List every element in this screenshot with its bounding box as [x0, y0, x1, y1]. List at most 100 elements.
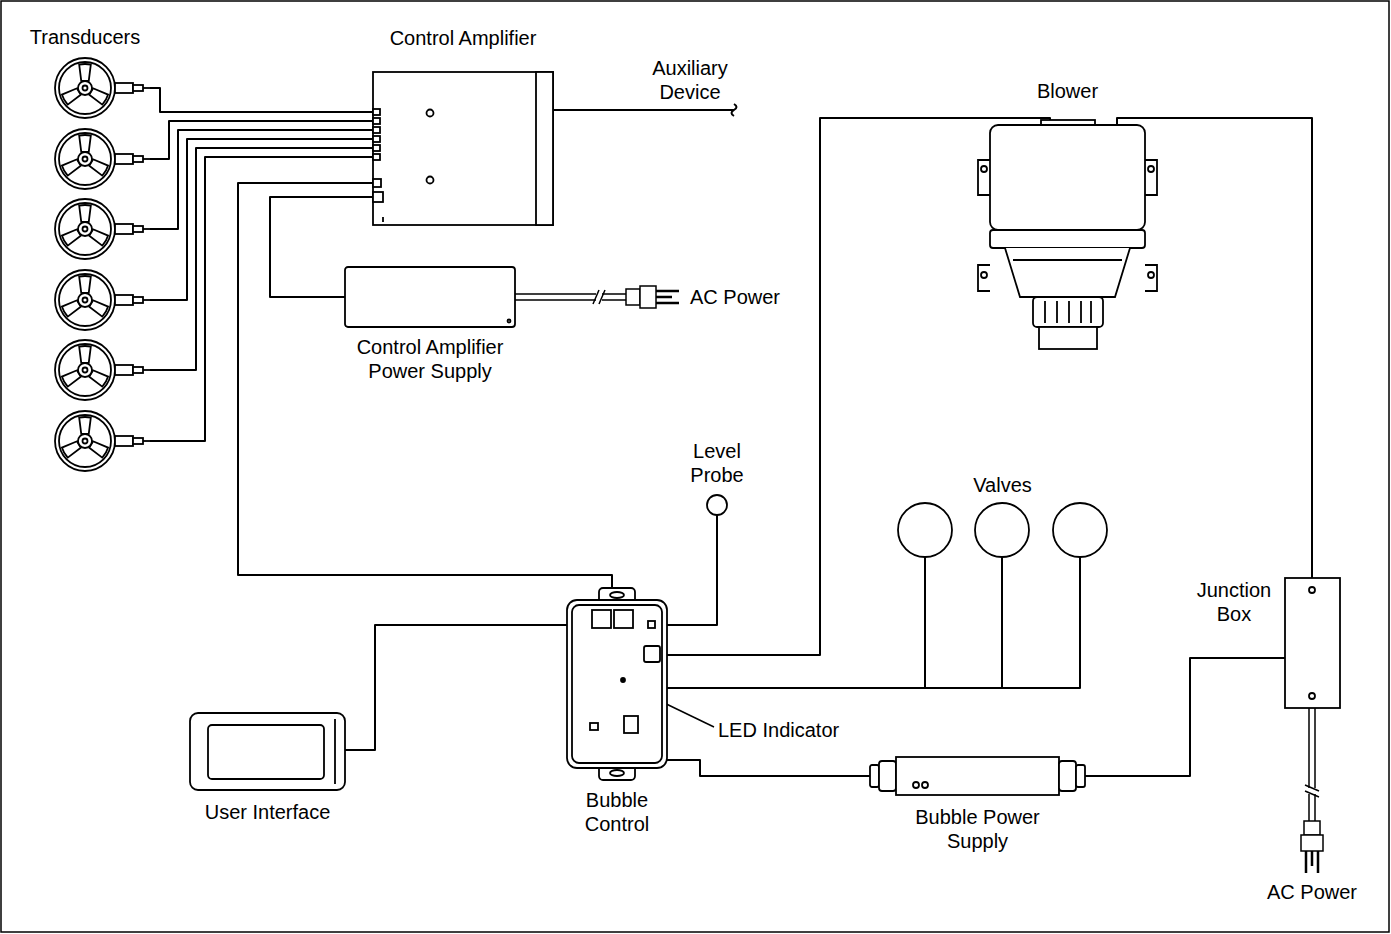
transducer-hub	[78, 152, 92, 166]
node-label: User Interface	[168, 800, 368, 824]
blower-skirt	[1005, 248, 1130, 297]
node-label: Bubble Control	[567, 788, 667, 836]
bubble-control-outline	[567, 588, 667, 780]
node-label: Valves	[943, 473, 1063, 497]
input-port	[373, 136, 380, 142]
control-amplifier: Control Amplifier	[373, 72, 553, 225]
control-inner-wall	[572, 605, 662, 763]
transducer-group-outline	[20, 55, 150, 475]
led-indicator	[621, 678, 625, 682]
cord-break	[1305, 785, 1319, 797]
bubble-power-supply-outline	[870, 757, 1085, 795]
input-port	[373, 118, 380, 124]
power-supply-box-outline	[345, 267, 515, 327]
input-port	[373, 154, 380, 160]
nut-ridge	[1080, 301, 1082, 323]
power-label: AC Power	[1262, 880, 1362, 904]
mount-hole	[610, 770, 624, 776]
screw	[427, 110, 434, 117]
auxiliary-wire	[553, 104, 737, 116]
control-housing	[567, 600, 667, 768]
transducer-housing	[55, 270, 115, 330]
screw	[1148, 272, 1154, 278]
cord	[1309, 794, 1315, 821]
plug-boot	[1304, 821, 1320, 835]
device-label: Auxiliary Device	[640, 56, 740, 104]
junction-box-outline	[1285, 578, 1340, 708]
transducer-housing	[55, 199, 115, 259]
outlet-pipe	[1039, 327, 1097, 349]
plug-boot	[626, 289, 640, 305]
wire	[1085, 658, 1285, 776]
transducer-center	[83, 298, 88, 303]
transducer-vane	[79, 205, 91, 222]
input-port	[373, 109, 380, 115]
terminal	[592, 610, 611, 628]
wire	[667, 760, 870, 776]
mount-ear	[1145, 265, 1157, 291]
transducer-rim	[59, 415, 111, 467]
cord-break	[593, 290, 605, 304]
cable-connector	[115, 436, 133, 446]
mount-ear	[978, 265, 990, 291]
transducer-group: Transducers	[20, 55, 150, 475]
level-probe-outline	[707, 495, 727, 515]
wire	[345, 625, 567, 750]
transducer-center	[83, 227, 88, 232]
transducer-hub	[78, 222, 92, 236]
cable-connector	[115, 154, 133, 164]
wire	[667, 557, 1080, 688]
callout-label: LED Indicator	[718, 718, 878, 742]
transducer-housing	[55, 58, 115, 118]
control-port	[373, 179, 381, 187]
outlet-nut	[1033, 297, 1103, 327]
screw	[1148, 166, 1154, 172]
wire	[553, 109, 734, 111]
cord	[515, 294, 596, 300]
mount-ear	[978, 160, 990, 195]
cable-boot	[133, 297, 143, 303]
cable-boot	[133, 85, 143, 91]
transducer-hub	[78, 363, 92, 377]
cable	[143, 87, 150, 89]
junction-box-case	[1285, 578, 1340, 708]
mount-ear	[1145, 160, 1157, 195]
cable	[143, 299, 150, 301]
valve-symbol	[898, 503, 952, 557]
transducer-housing	[55, 129, 115, 189]
terminal	[644, 646, 660, 662]
screw	[981, 166, 987, 172]
terminal	[624, 716, 638, 733]
screw	[427, 177, 434, 184]
node-label: Bubble Power Supply	[908, 805, 1048, 853]
user-interface-outline	[190, 713, 345, 790]
transducer-center	[83, 86, 88, 91]
node-label: Transducers	[5, 25, 165, 49]
cord	[1309, 708, 1315, 788]
transducer-hub	[78, 81, 92, 95]
nut-ridge	[1044, 301, 1046, 323]
end-panel	[536, 72, 553, 225]
wire	[150, 148, 373, 370]
transducer-vane	[79, 276, 91, 293]
housing-band	[990, 230, 1145, 248]
transducer-rim	[59, 133, 111, 185]
transducer-hub	[78, 293, 92, 307]
blower: Blower	[975, 125, 1160, 350]
cable	[143, 369, 150, 371]
ac-plug	[515, 286, 679, 308]
wire	[150, 139, 373, 300]
transducer-vane	[79, 417, 91, 434]
tick	[382, 217, 384, 222]
plug-body	[640, 286, 656, 308]
transducer-center	[83, 439, 88, 444]
level-probe: Level Probe	[707, 495, 727, 515]
screw	[1309, 587, 1315, 593]
blower-outline	[975, 125, 1160, 350]
cable-boot	[133, 438, 143, 444]
screw	[981, 272, 987, 278]
valve-group: Valves	[898, 503, 1107, 557]
